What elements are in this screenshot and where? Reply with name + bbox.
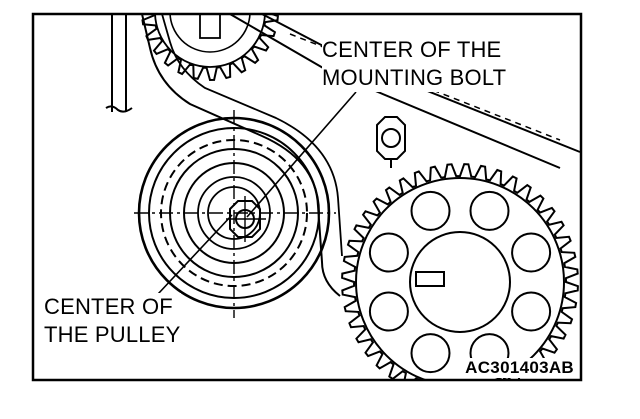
sprocket-hole [511, 291, 552, 332]
center-lines [134, 110, 336, 318]
sprocket-teeth [141, 14, 279, 82]
sprocket-hole [511, 232, 552, 273]
label-bolt-line-2: MOUNTING BOLT [322, 65, 507, 90]
label-center-of-mounting-bolt: CENTER OF THE MOUNTING BOLT [322, 36, 507, 92]
label-bolt-line-1: CENTER OF THE [322, 37, 502, 62]
upper-sprocket [141, 14, 279, 82]
housing-bolt [376, 116, 406, 168]
camshaft-sprocket [341, 163, 579, 380]
sprocket-hole [410, 190, 451, 231]
figure-frame [31, 12, 583, 382]
sprocket-teeth [341, 163, 579, 380]
leader-lines [157, 91, 357, 295]
engine-edge [105, 14, 133, 113]
label-pulley-line-2: THE PULLEY [44, 322, 181, 347]
sprocket-hole [469, 190, 510, 231]
figure-id: AC301403AB [463, 358, 576, 378]
sprocket-hole [410, 333, 451, 374]
label-center-of-pulley: CENTER OF THE PULLEY [44, 293, 181, 349]
sprocket-hole [368, 291, 409, 332]
label-pulley-line-1: CENTER OF [44, 294, 173, 319]
sprocket-hole [368, 232, 409, 273]
